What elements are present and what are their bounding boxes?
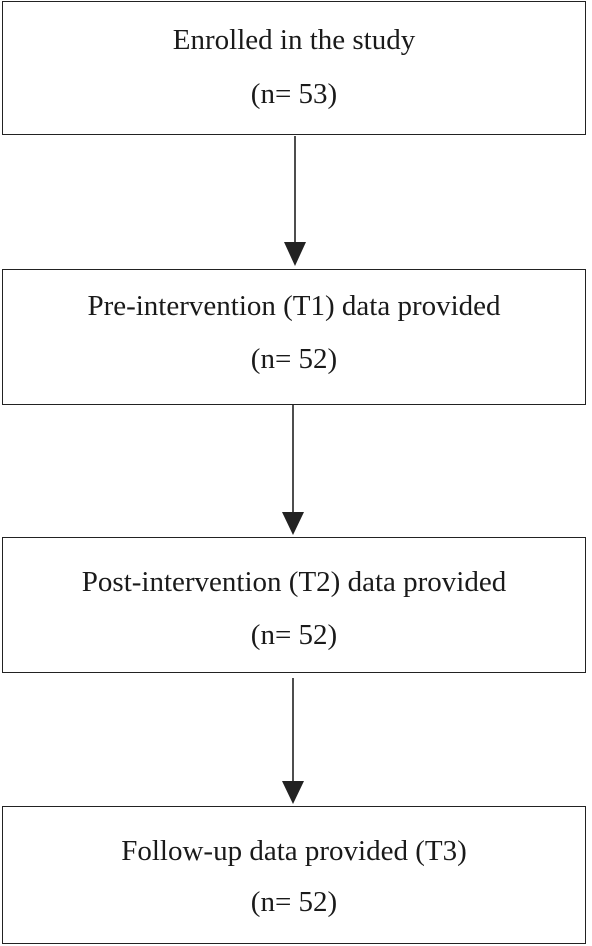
arrow-2-3	[282, 405, 304, 535]
arrow-head-icon	[282, 512, 304, 535]
arrow-3-4	[282, 678, 304, 804]
flow-box-label: Follow-up data provided (T3)	[121, 835, 467, 867]
flow-box-pre-intervention: Pre-intervention (T1) data provided (n= …	[2, 269, 586, 405]
flow-box-follow-up: Follow-up data provided (T3) (n= 52)	[2, 806, 586, 944]
flow-box-count: (n= 53)	[250, 78, 338, 110]
flow-box-count: (n= 52)	[250, 886, 338, 918]
flow-box-enrolled: Enrolled in the study (n= 53)	[2, 1, 586, 135]
flow-box-label: Post-intervention (T2) data provided	[81, 566, 507, 598]
flow-box-label: Pre-intervention (T1) data provided	[87, 290, 501, 322]
flow-box-count: (n= 52)	[250, 619, 338, 651]
arrow-head-icon	[284, 242, 306, 266]
flow-box-label: Enrolled in the study	[172, 24, 416, 56]
arrow-1-2	[284, 136, 306, 266]
flow-box-post-intervention: Post-intervention (T2) data provided (n=…	[2, 537, 586, 673]
arrow-head-icon	[282, 781, 304, 804]
flow-box-count: (n= 52)	[250, 343, 338, 375]
